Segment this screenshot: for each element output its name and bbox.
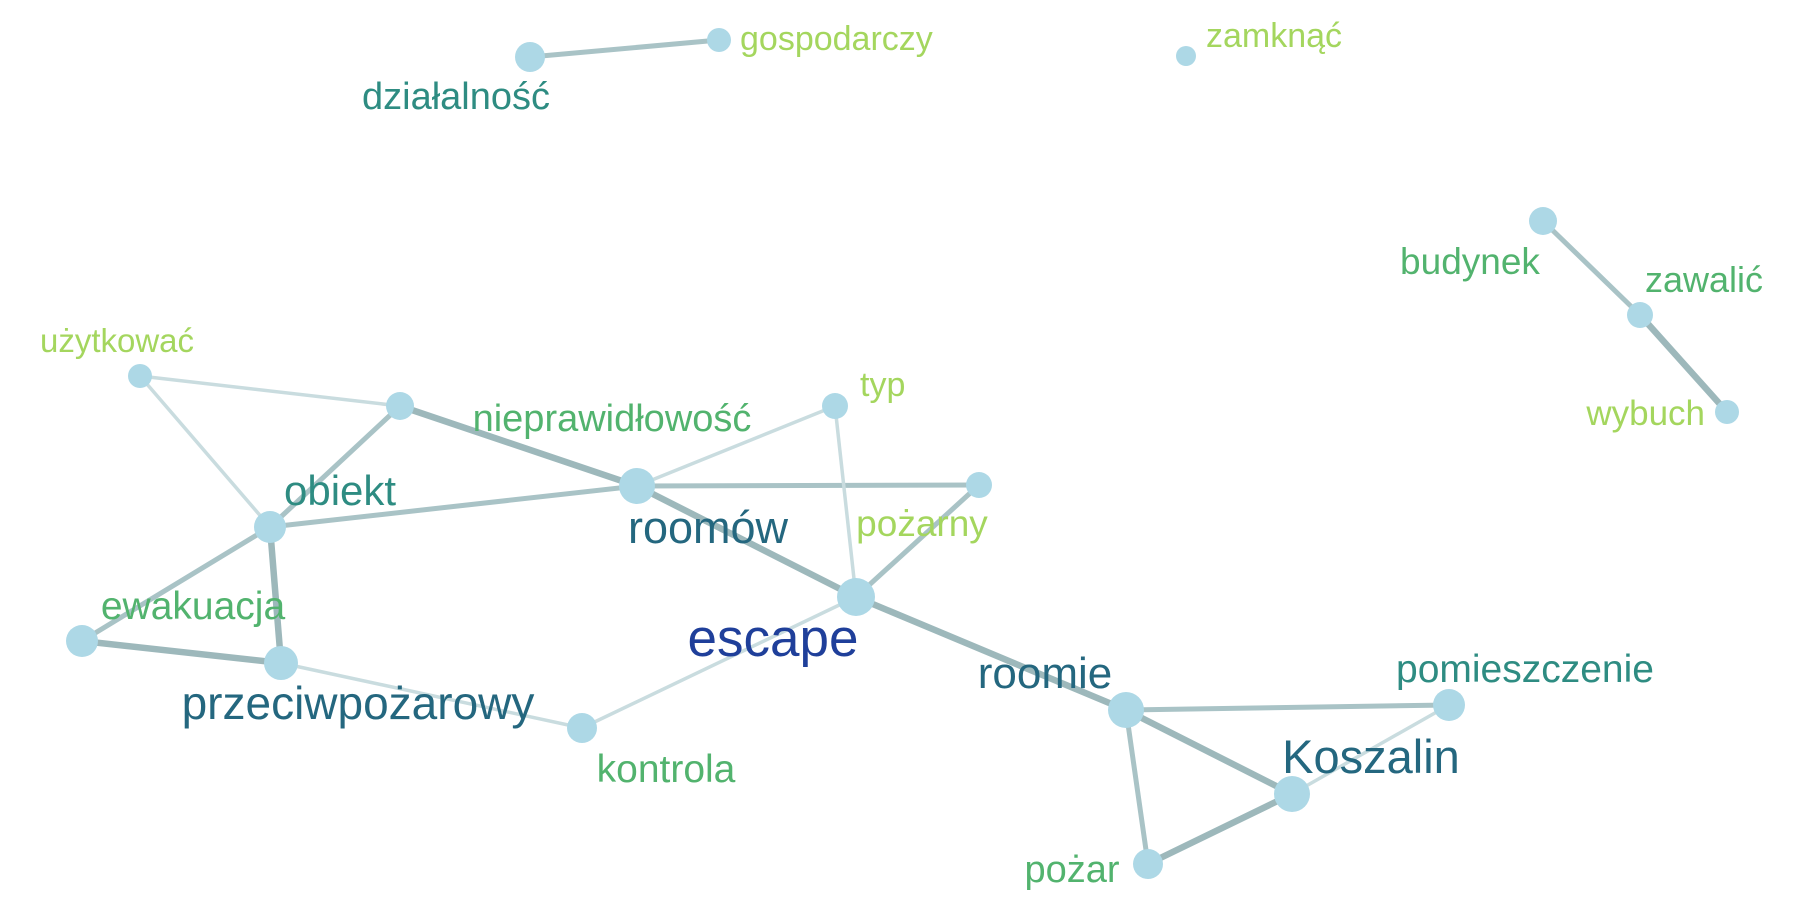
edge-ewakuacja-przeciwpozarowy [78, 637, 285, 667]
edge-pomieszczenie-koszalin [1290, 703, 1451, 796]
edge-roomow-obiekt [267, 483, 640, 530]
node-escape [837, 578, 875, 616]
node-zawalic [1627, 302, 1653, 328]
node-label-roomow: roomów [628, 502, 789, 553]
node-ewakuacja [66, 625, 98, 657]
node-roomow [619, 468, 655, 504]
node-label-zamknac: zamknąć [1206, 17, 1342, 55]
edge-roomie-pomieszczenie [1123, 702, 1452, 713]
edge-uzytkowac-obiekt [138, 374, 272, 529]
node-dzialalnosc [515, 42, 545, 72]
node-nieprawidlowosc [386, 392, 414, 420]
edge-dzialalnosc-gospodarczy [527, 37, 722, 60]
edge-koszalin-pozar [1144, 790, 1296, 868]
node-label-kontrola: kontrola [597, 748, 736, 791]
node-label-pozar: pożar [1024, 849, 1119, 891]
edge-pozarny-escape [853, 482, 982, 600]
node-label-zawalic: zawalić [1645, 259, 1763, 300]
edge-roomie-koszalin [1122, 706, 1296, 798]
node-label-pozarny: pożarny [856, 503, 988, 544]
node-label-nieprawidlowosc: nieprawidłowość [473, 398, 752, 440]
node-roomie [1108, 692, 1144, 728]
node-koszalin [1274, 776, 1310, 812]
node-pozar [1133, 849, 1163, 879]
node-label-uzytkowac: użytkować [40, 322, 194, 359]
edge-nieprawidlowosc-roomow [396, 402, 641, 490]
edge-nieprawidlowosc-obiekt [267, 403, 403, 530]
nodes-layer [66, 28, 1739, 879]
node-uzytkowac [128, 364, 152, 388]
node-label-roomie: roomie [978, 649, 1113, 698]
node-label-przeciwpozarowy: przeciwpożarowy [182, 677, 535, 729]
edge-przeciwpozarowy-kontrola [279, 661, 584, 730]
edges-layer [78, 37, 1731, 868]
node-zamknac [1176, 46, 1196, 66]
node-label-wybuch: wybuch [1585, 394, 1705, 433]
edge-roomie-pozar [1123, 707, 1151, 867]
node-gospodarczy [707, 28, 731, 52]
node-wybuch [1715, 400, 1739, 424]
node-budynek [1529, 207, 1557, 235]
edge-roomow-pozarny [634, 482, 982, 489]
edge-obiekt-ewakuacja [79, 524, 273, 644]
node-label-gospodarczy: gospodarczy [740, 20, 933, 58]
node-label-budynek: budynek [1400, 241, 1540, 282]
edge-uzytkowac-nieprawidlowosc [138, 374, 402, 408]
node-label-obiekt: obiekt [284, 467, 396, 514]
edge-typ-escape [833, 404, 858, 599]
edge-escape-roomie [852, 593, 1130, 714]
node-label-koszalin: Koszalin [1282, 730, 1460, 783]
node-obiekt [254, 511, 286, 543]
edge-kontrola-escape [580, 595, 858, 730]
edge-roomow-escape [633, 482, 860, 601]
node-label-pomieszczenie: pomieszczenie [1396, 648, 1654, 691]
node-pozarny [966, 472, 992, 498]
node-pomieszczenie [1433, 689, 1465, 721]
edge-budynek-zawalic [1540, 218, 1643, 318]
node-typ [822, 393, 848, 419]
edge-roomow-typ [635, 404, 837, 488]
node-label-typ: typ [860, 366, 905, 404]
labels-layer: działalność gospodarczy zamknąć budynek zawa… [40, 17, 1763, 891]
node-label-dzialalnosc: działalność [362, 76, 550, 118]
node-przeciwpozarowy [264, 646, 298, 680]
node-label-escape: escape [688, 609, 859, 668]
edge-obiekt-przeciwpozarowy [266, 523, 285, 667]
edge-zawalic-wybuch [1636, 311, 1731, 416]
node-label-ewakuacja: ewakuacja [101, 585, 286, 628]
node-kontrola [567, 713, 597, 743]
